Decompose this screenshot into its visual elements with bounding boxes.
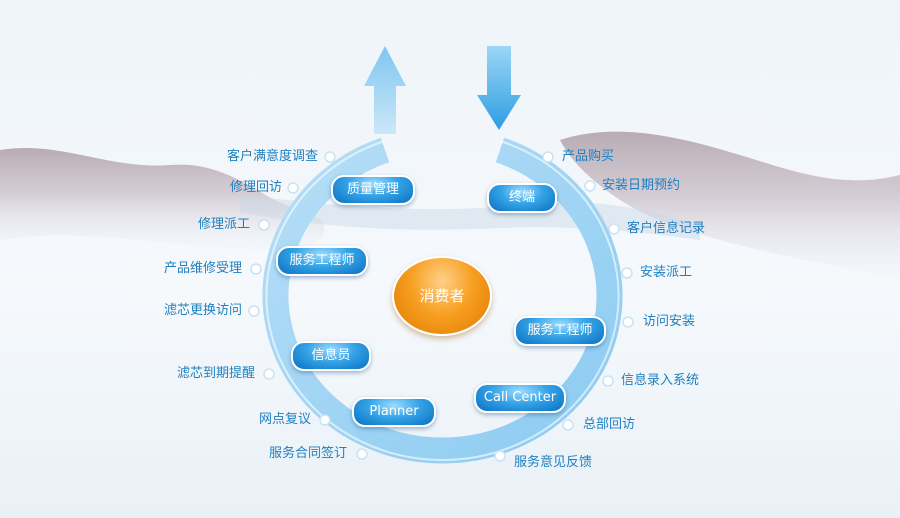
ring-node-dot [608,223,620,235]
water-wave-left [0,147,325,251]
ring-node-dot [494,450,506,462]
ring-node-dot [542,151,554,163]
ring-node-dot [250,263,262,275]
ring-node-dot [248,305,260,317]
role-pill: 服务工程师 [514,316,606,346]
step-label-left: 滤芯到期提醒 [176,366,255,381]
step-label-left: 产品维修受理 [163,261,242,276]
down-arrow-icon [477,46,521,130]
role-pill: 信息员 [291,341,371,371]
ring-node-dot [622,316,634,328]
step-label-left: 修理派工 [197,217,250,232]
step-label-left: 服务合同签订 [268,446,347,461]
ring-node-dot [258,219,270,231]
ring-node-dot [584,180,596,192]
step-label-right: 安装日期预约 [602,178,681,193]
step-label-right: 客户信息记录 [627,221,706,236]
step-label-right: 总部回访 [583,417,636,432]
step-label-left: 滤芯更换访问 [163,303,242,318]
step-label-right: 服务意见反馈 [514,455,593,470]
role-pill: Call Center [474,383,566,413]
ring-node-dot [562,419,574,431]
cycle-ring [262,137,623,464]
ring-node-dot [287,182,299,194]
ring-node-dot [319,414,331,426]
water-wave-right [560,131,900,280]
ring-node-dot [356,448,368,460]
ring-node-dot [263,368,275,380]
ring-node-dot [621,267,633,279]
step-label-right: 产品购买 [562,149,615,164]
step-label-left: 网点复议 [258,412,311,427]
role-pill: 质量管理 [331,175,415,205]
step-label-left: 客户满意度调查 [226,149,318,164]
step-label-left: 修理回访 [229,180,282,195]
role-pill: Planner [352,397,436,427]
step-label-right: 访问安装 [643,314,696,329]
ring-node-group [248,151,634,462]
step-label-right: 安装派工 [640,265,693,280]
ring-node-dot [324,151,336,163]
role-pill: 终端 [487,183,557,213]
step-label-right: 信息录入系统 [621,373,700,388]
ring-node-dot [602,375,614,387]
cycle-ring-highlight [265,140,620,462]
center-consumer-node: 消费者 [392,256,492,336]
up-arrow-icon [364,46,406,134]
role-pill: 服务工程师 [276,246,368,276]
